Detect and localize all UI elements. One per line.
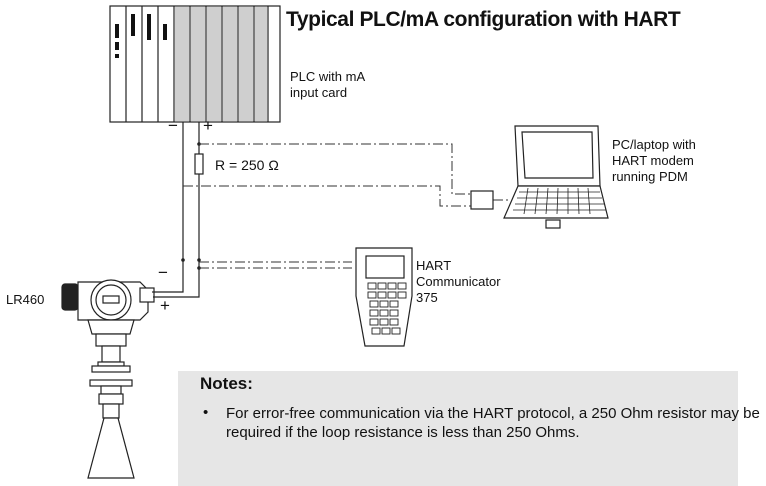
hart-label: HART Communicator 375 [416, 258, 501, 306]
diagram-title: Typical PLC/mA configuration with HART [286, 8, 681, 31]
hart-modem [470, 190, 494, 210]
wiring-diagram [61, 5, 609, 479]
note-text: For error-free communication via the HAR… [226, 405, 760, 441]
laptop [503, 125, 609, 229]
notes-heading: Notes: [200, 374, 253, 393]
device-label: LR460 [6, 292, 45, 307]
pc-label-line2: HART modem [612, 153, 694, 168]
pc-label: PC/laptop with HART modem running PDM [612, 137, 696, 185]
plc-leds [115, 14, 167, 58]
plc-label: PLC with mA input card [290, 69, 365, 101]
plc-label-line1: PLC with mA [290, 69, 366, 84]
laptop-keyboard [513, 187, 606, 215]
loop-wires [152, 122, 204, 298]
plc-minus-terminal: − [168, 116, 178, 135]
device-minus-terminal: − [158, 263, 168, 282]
loop-junction-dots [181, 142, 201, 270]
note-bullet: • [203, 404, 209, 421]
pc-label-line1: PC/laptop with [612, 137, 696, 152]
pc-dashed-lines [183, 143, 510, 207]
notes-panel [178, 371, 738, 486]
plc-card-highlight [175, 7, 267, 121]
plc-label-line2: input card [290, 85, 348, 100]
hart-keypad [367, 282, 407, 335]
hart-dashed-lines [199, 261, 352, 269]
pc-label-line3: running PDM [612, 169, 688, 184]
lr460-device [61, 279, 155, 479]
device-wire-stubs [152, 291, 154, 298]
hart-label-line2: Communicator [416, 274, 501, 289]
resistor-label: R = 250 Ω [215, 157, 279, 173]
plc-plus-terminal: + [203, 116, 213, 135]
device-plus-terminal: + [160, 296, 170, 315]
hart-label-line3: 375 [416, 290, 438, 305]
hart-label-line1: HART [416, 258, 452, 273]
